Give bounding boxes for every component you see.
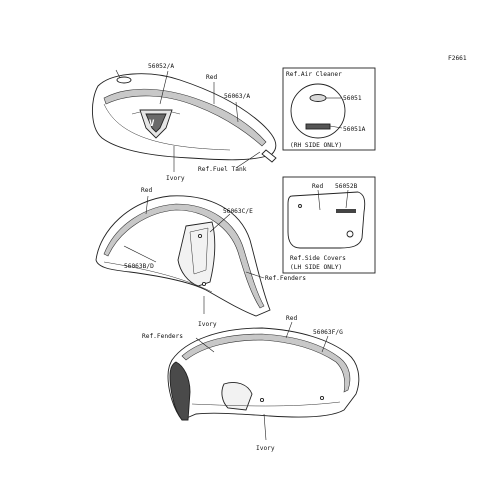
air-cleaner-badge-top	[309, 94, 327, 102]
label-red-cover: Red	[312, 183, 323, 190]
fuel-tank-outline	[92, 73, 277, 161]
leader-56063fg	[321, 335, 329, 353]
label-rh-side-only: (RH SIDE ONLY)	[290, 142, 342, 149]
fuel-cap	[116, 76, 132, 84]
air-cleaner-group: Ref.Air Cleaner 56051 56051A (RH SIDE ON…	[282, 67, 376, 151]
rear-fender-edge	[191, 401, 341, 407]
leader-56063bd	[123, 245, 157, 263]
fuel-cap-stem	[115, 69, 121, 79]
label-ref-fenders-front: Ref.Fenders	[265, 275, 306, 282]
label-ref-side-covers: Ref.Side Covers	[290, 255, 346, 262]
leader-ref-fenders-rear	[195, 337, 215, 353]
rear-fender-group: Red Ref.Fenders 56063F/G Ivory	[142, 315, 360, 452]
side-cover-bolt	[346, 230, 354, 238]
front-fender-group: Red 56063C/E 56063B/D Ref.Fenders Ivory	[95, 187, 306, 328]
fuel-tank-emblem: V	[131, 109, 181, 139]
label-red-tank: Red	[206, 74, 217, 81]
fuel-tank-lower-line	[103, 103, 231, 151]
label-56063a: 56063/A	[224, 93, 250, 100]
side-cover-badge	[336, 209, 356, 213]
fuel-tank-stripe	[103, 88, 267, 147]
side-cover-grommet	[298, 204, 302, 208]
side-cover-group: Red 56052B Ref.Side Covers (LH SIDE ONLY…	[282, 176, 376, 274]
front-fender-bracket-inner	[189, 227, 209, 275]
label-56063bd: 56063B/D	[124, 263, 154, 270]
front-fender-bolt-2	[201, 281, 207, 287]
rear-fender-outline	[167, 327, 360, 421]
figure-code: F2661	[448, 55, 467, 62]
leader-56052b	[345, 189, 349, 209]
label-ref-air-cleaner: Ref.Air Cleaner	[286, 71, 342, 78]
leader-red-cover	[317, 189, 321, 211]
label-56063ce: 56063C/E	[223, 208, 253, 215]
front-fender-stripe	[103, 203, 265, 309]
leader-red-rear	[285, 321, 293, 339]
rear-fender-strut	[221, 382, 253, 411]
leader-56051a	[329, 125, 343, 129]
rear-fender-front-lip	[169, 361, 191, 421]
air-cleaner-badge-bottom	[305, 123, 331, 130]
label-56052a: 56052/A	[148, 63, 174, 70]
svg-text:V: V	[149, 119, 155, 129]
label-red-front: Red	[141, 187, 152, 194]
label-56051a: 56051A	[343, 126, 366, 133]
air-cleaner-cover	[290, 83, 346, 139]
leader-56063ce	[209, 213, 231, 233]
label-56052b: 56052B	[335, 183, 358, 190]
label-ivory-front: Ivory	[198, 321, 217, 328]
leader-ivory-rear	[263, 413, 267, 441]
label-red-rear: Red	[286, 315, 297, 322]
label-56063fg: 56063F/G	[313, 329, 343, 336]
fuel-tank-group: V 56052/A Red 56063/A Ivory Ref.Fuel Tan…	[92, 63, 277, 182]
label-ivory-rear: Ivory	[256, 445, 275, 452]
label-ref-fenders-rear: Ref.Fenders	[142, 333, 183, 340]
leader-56052a	[159, 70, 169, 105]
leader-ref-fuel-tank	[235, 151, 261, 169]
leader-red-front	[145, 195, 149, 215]
leader-56063a	[235, 101, 239, 123]
label-ref-fuel-tank: Ref.Fuel Tank	[198, 166, 247, 173]
front-fender-bolt-1	[197, 233, 203, 239]
leader-ref-fenders-front	[245, 271, 265, 279]
front-fender-edge	[103, 261, 213, 293]
label-ivory-tank: Ivory	[166, 175, 185, 182]
rear-fender-bolt-1	[259, 397, 265, 403]
rear-fender-stripe	[181, 333, 351, 393]
fuel-tank-rear-mount	[261, 149, 277, 163]
rear-fender-bolt-2	[319, 395, 325, 401]
side-cover-outline	[287, 191, 366, 249]
label-56051: 56051	[343, 95, 362, 102]
label-lh-side-only: (LH SIDE ONLY)	[290, 264, 342, 271]
